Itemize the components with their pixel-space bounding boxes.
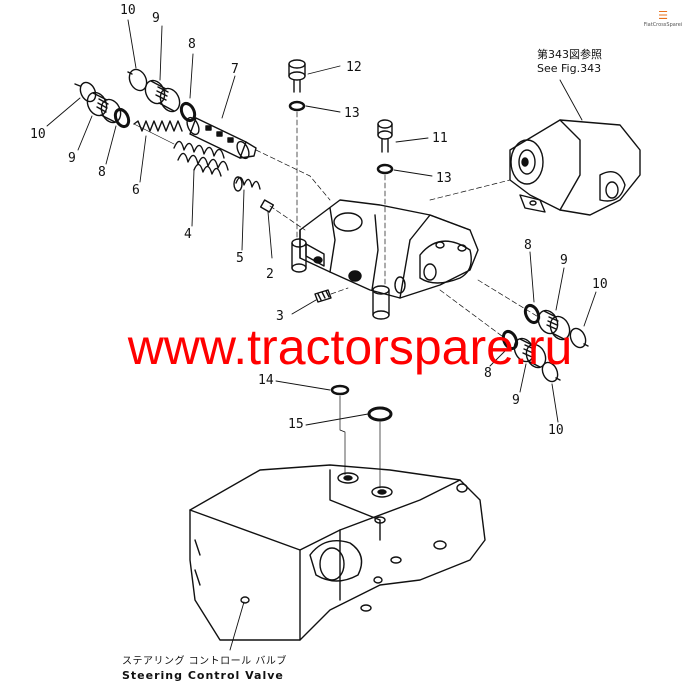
washer-13-lower <box>376 163 394 175</box>
o-ring-15 <box>367 406 393 422</box>
callout-9-a: 9 <box>152 11 160 26</box>
callout-14: 14 <box>258 373 274 388</box>
watermark-text: www.tractorspare.ru <box>127 319 573 375</box>
o-ring-8-left-mid <box>113 107 131 129</box>
snap-ring-10-left-mid <box>74 81 97 103</box>
caption-jp: ステアリング コントロール バルブ <box>122 656 287 667</box>
control-valve-housing <box>189 464 486 641</box>
callout-13-b: 13 <box>436 171 452 186</box>
o-ring-8-right-upper <box>523 303 541 325</box>
callout-3: 3 <box>276 309 284 324</box>
sleeve-9-right-upper <box>537 309 571 341</box>
snap-ring-10-right-upper <box>569 327 589 349</box>
callout-labels: 10 9 8 7 10 9 8 6 4 5 2 3 12 13 11 13 8 … <box>30 3 608 438</box>
port-lines <box>339 395 381 489</box>
callout-10-a: 10 <box>120 3 136 18</box>
valve-spool-7 <box>186 116 257 160</box>
valve-body <box>299 199 479 299</box>
center-lines <box>255 111 541 343</box>
callout-10-c: 10 <box>592 277 608 292</box>
spring-6 <box>133 120 183 145</box>
callout-8-b: 8 <box>98 165 106 180</box>
callout-8-c: 8 <box>524 238 532 253</box>
callout-5: 5 <box>236 251 244 266</box>
callout-9-c: 9 <box>560 253 568 268</box>
callout-8-d: 8 <box>484 366 492 381</box>
spring-4 <box>173 140 229 177</box>
bolt-12 <box>288 59 306 93</box>
callout-4: 4 <box>184 227 192 242</box>
brand-logo: ☰ FiatCrossSparei <box>628 9 698 29</box>
reference-note-jp: 第343図参照 <box>537 47 602 61</box>
plug-3 <box>314 289 332 303</box>
diagram-caption: ステアリング コントロール バルブ Steering Control Valve <box>122 655 322 683</box>
callout-13-a: 13 <box>344 106 360 121</box>
callout-10-b: 10 <box>30 127 46 142</box>
o-ring-8-left-top <box>179 101 197 123</box>
bolt-11 <box>377 119 393 153</box>
sleeve-9-left-mid <box>86 91 122 124</box>
sleeve-9-right-lower <box>513 337 547 369</box>
callout-10-d: 10 <box>548 423 564 438</box>
logo-mark-icon: ☰ <box>658 9 668 22</box>
callout-9-b: 9 <box>68 151 76 166</box>
callout-6: 6 <box>132 183 140 198</box>
plug-2 <box>259 199 275 213</box>
spring-5 <box>233 176 261 192</box>
sleeve-9-left-top <box>144 79 181 113</box>
valve-body-bosses <box>291 238 390 320</box>
callout-7: 7 <box>231 62 239 77</box>
reference-note-en: See Fig.343 <box>537 62 601 75</box>
snap-ring-10-left-top <box>127 68 148 92</box>
callout-9-d: 9 <box>512 393 520 408</box>
callout-11: 11 <box>432 131 448 146</box>
figure-reference-note: 第343図参照 See Fig.343 <box>537 47 602 75</box>
logo-name: FiatCrossSparei <box>643 22 683 28</box>
callout-8-a: 8 <box>188 37 196 52</box>
callout-2: 2 <box>266 267 274 282</box>
o-ring-14 <box>330 384 350 396</box>
callout-15: 15 <box>288 417 304 432</box>
referenced-housing <box>509 119 641 216</box>
washer-13-upper <box>288 100 306 112</box>
callout-12: 12 <box>346 60 362 75</box>
caption-en: Steering Control Valve <box>122 669 284 682</box>
leader-lines <box>46 19 597 651</box>
snap-ring-10-right-lower <box>541 361 561 383</box>
